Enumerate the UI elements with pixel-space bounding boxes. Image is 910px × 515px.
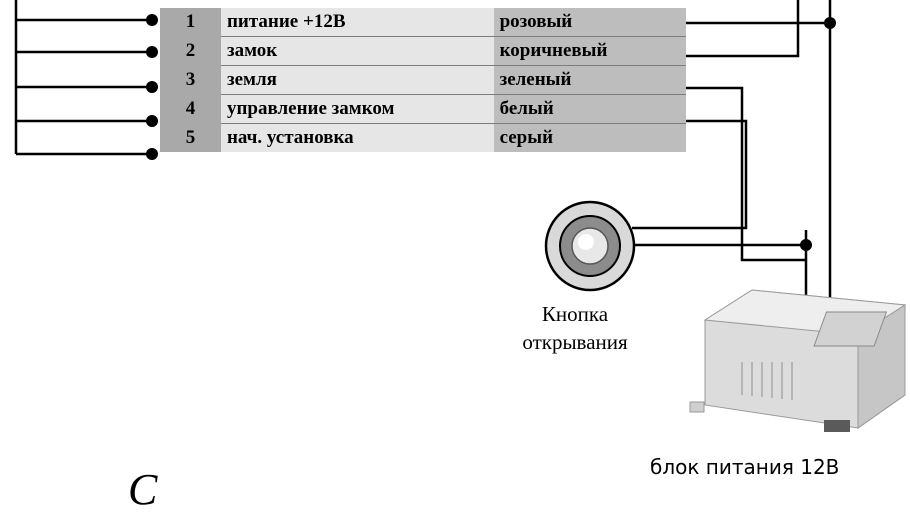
button-label: Кнопка открывания	[510, 300, 640, 356]
pin-function: нач. установка	[220, 123, 494, 152]
wire-white	[632, 119, 748, 230]
pin-number: 1	[160, 8, 221, 37]
wire-color: белый	[493, 94, 686, 124]
wire-green	[680, 86, 806, 262]
wire-color: серый	[493, 123, 686, 152]
wire-color: розовый	[493, 8, 686, 37]
wire-brown	[680, 0, 800, 58]
terminal-dot-4	[146, 115, 158, 127]
pin-number: 2	[160, 36, 221, 66]
open-button-icon	[544, 200, 636, 292]
button-label-line2: открывания	[522, 330, 628, 354]
pin-function: управление замком	[220, 94, 494, 124]
pin-function: питание +12В	[220, 8, 494, 37]
wiring-diagram	[14, 0, 907, 432]
pin-function: земля	[220, 65, 494, 95]
pin-number: 5	[160, 123, 221, 152]
junction-dot-power	[824, 17, 836, 29]
pin-function: замок	[220, 36, 494, 66]
partial-title: С	[128, 465, 158, 514]
terminal-dot-2	[146, 46, 158, 58]
terminal-dot-1	[146, 14, 158, 26]
psu-label: блок питания 12В	[650, 455, 840, 479]
terminal-dot-5	[146, 148, 158, 160]
wire-color: коричневый	[493, 36, 686, 66]
terminal-dot-3	[146, 81, 158, 93]
wire-color: зеленый	[493, 65, 686, 95]
button-label-line1: Кнопка	[541, 302, 609, 326]
pin-number: 4	[160, 94, 221, 124]
power-supply-icon	[689, 289, 907, 432]
pin-number: 3	[160, 65, 221, 95]
